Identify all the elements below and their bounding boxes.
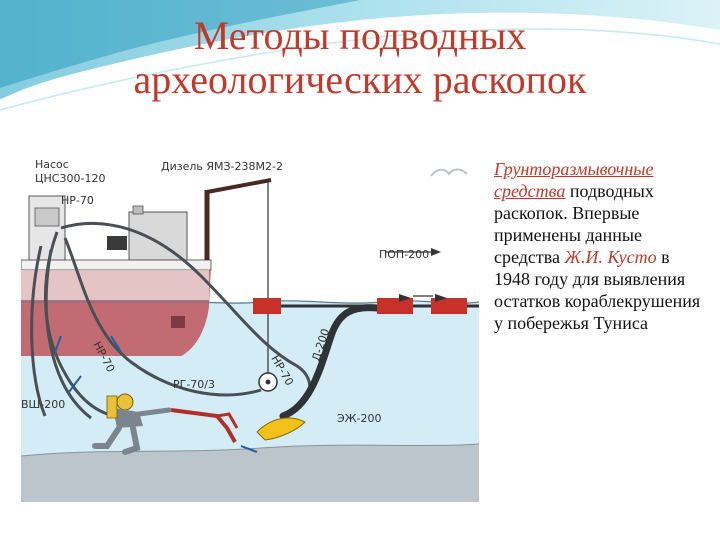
label-nr70-top: НР-70 (61, 194, 94, 207)
label-vsh200: ВШ-200 (21, 398, 65, 411)
title-line-2: археологических раскопок (40, 58, 680, 102)
highlight-term-part1: Грунторазмывочные (494, 159, 653, 179)
slide-title: Методы подводных археологических раскопо… (40, 14, 680, 102)
float-2 (377, 298, 413, 314)
excavation-diagram: Насос ЦНС300-120 НР-70 Дизель ЯМЗ-238М2-… (21, 156, 479, 502)
label-rg70: РГ-70/3 (173, 378, 215, 391)
person-name: Ж.И. Кусто (565, 247, 657, 267)
engine-block (107, 236, 127, 250)
hull-mark (171, 316, 185, 328)
label-pump-model: ЦНС300-120 (35, 172, 105, 185)
seabed (21, 444, 479, 502)
label-ezh200: ЭЖ-200 (337, 412, 382, 425)
float-1 (253, 298, 281, 314)
title-line-1: Методы подводных (40, 14, 680, 58)
pump-housing (29, 196, 65, 260)
highlight-term-part2: средства (494, 181, 565, 201)
label-pump: Насос (35, 158, 69, 171)
diesel-engine (129, 212, 187, 260)
label-pop200: ПОП-200 (379, 248, 429, 261)
label-diesel: Дизель ЯМЗ-238М2-2 (161, 160, 283, 173)
